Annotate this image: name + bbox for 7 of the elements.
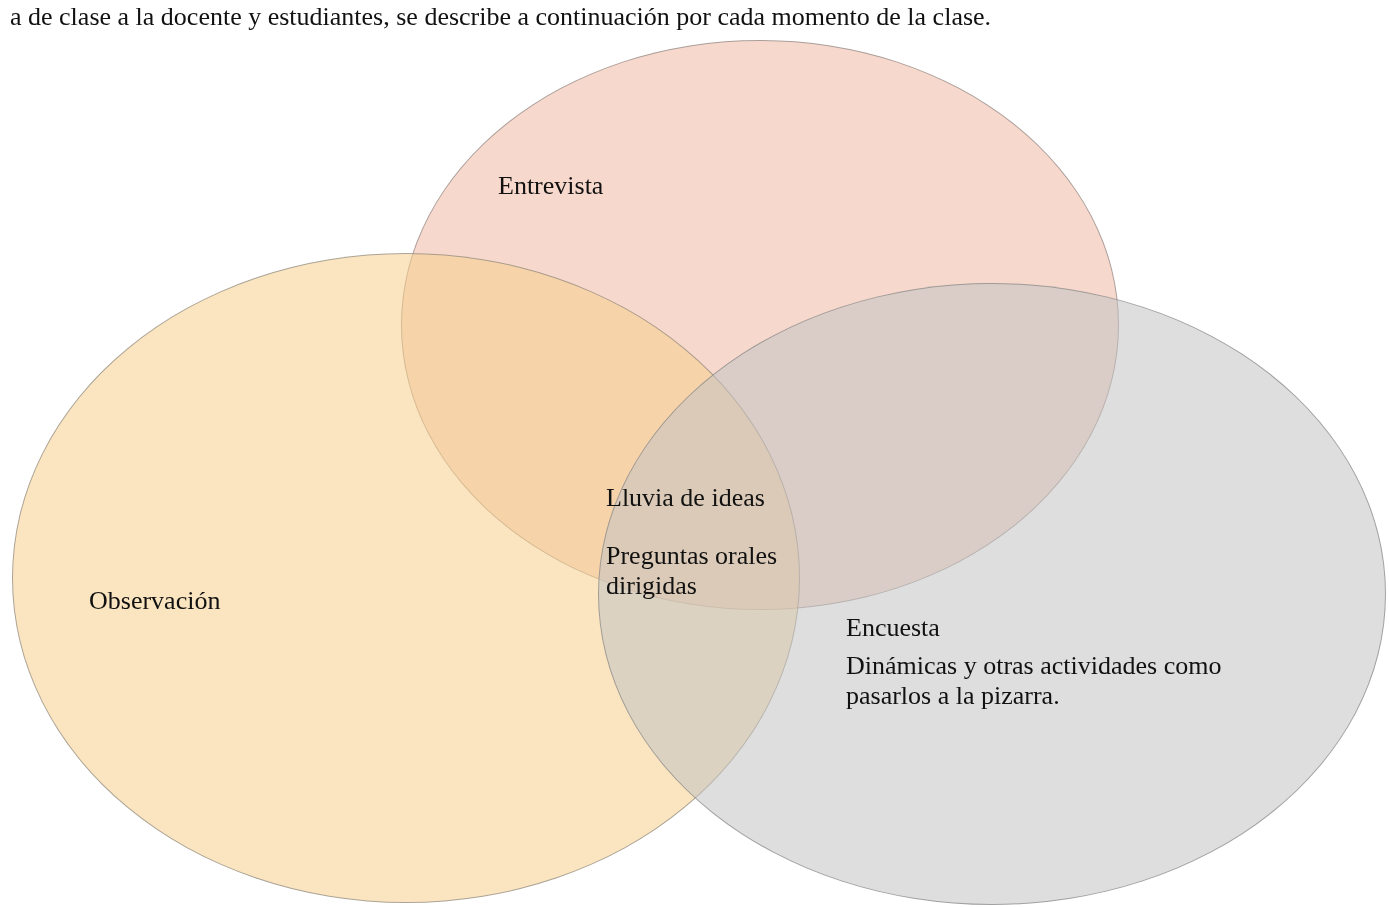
overlap-label: Preguntas orales dirigidas — [606, 541, 779, 601]
set-label: Encuesta — [846, 613, 941, 643]
set-label: Entrevista — [498, 171, 605, 201]
set-description: Dinámicas y otras actividades como pasarlos a la pizarra. — [846, 651, 1223, 711]
set-label: Observación — [89, 586, 222, 616]
overlap-label: Lluvia de ideas — [606, 483, 766, 513]
intro-text: a de clase a la docente y estudiantes, se describe a continuación por cada momento de la clase. — [10, 2, 993, 32]
